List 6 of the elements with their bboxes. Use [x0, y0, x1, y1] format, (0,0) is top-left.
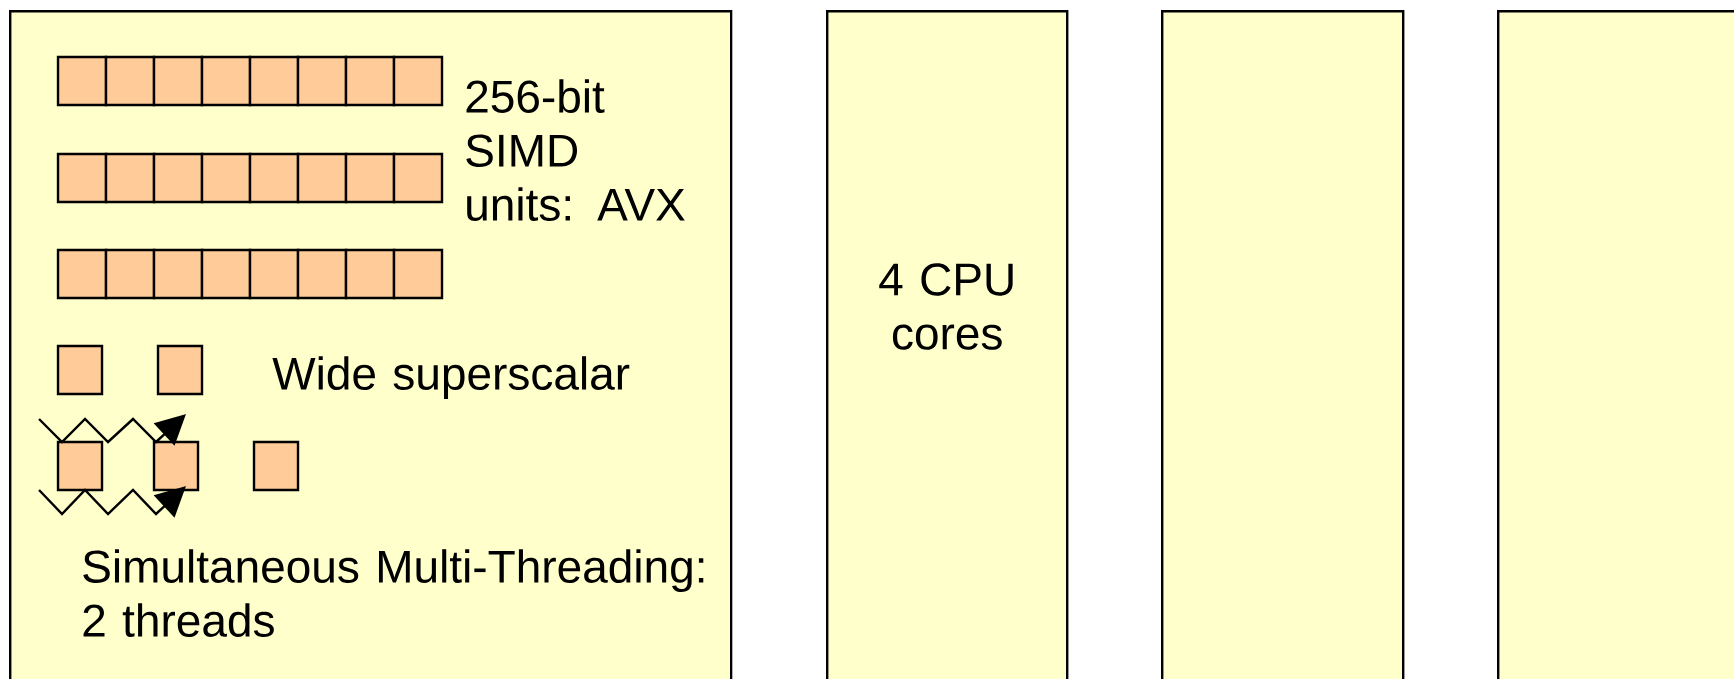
annotation-text: Wide superscalar — [272, 356, 630, 400]
annotation-text: 4 CPU cores — [879, 263, 1013, 350]
annotation-text: Simultaneous Multi-Threading: 2 threads — [83, 549, 704, 637]
core-box — [1497, 10, 1734, 679]
annotation-text: 256-bit SIMD units: AVX — [466, 79, 685, 221]
core-box — [1161, 10, 1405, 679]
